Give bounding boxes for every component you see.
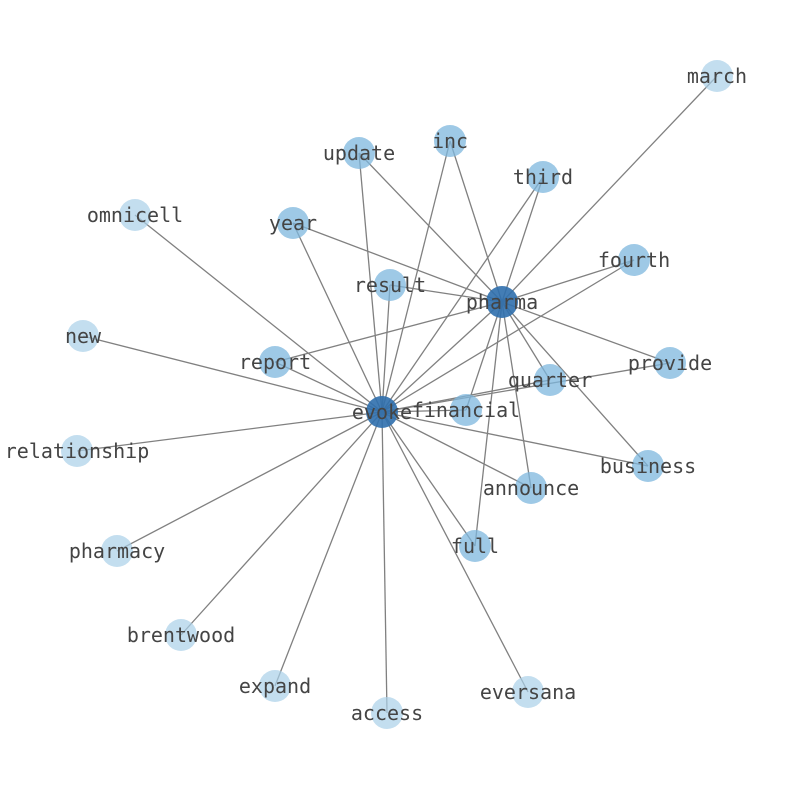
edge-evoke-announce xyxy=(381,411,532,489)
node-label-pharmacy: pharmacy xyxy=(69,539,165,563)
node-quarter xyxy=(534,364,566,396)
node-expand xyxy=(259,670,291,702)
edge-evoke-third xyxy=(381,176,544,413)
edge-evoke-fourth xyxy=(381,259,635,413)
node-relationship xyxy=(61,435,93,467)
edge-evoke-new xyxy=(82,335,383,413)
node-label-financial: financial xyxy=(412,398,520,422)
edge-evoke-relationship xyxy=(76,411,383,452)
edge-evoke-inc xyxy=(381,140,451,413)
node-label-relationship: relationship xyxy=(5,439,150,463)
node-layer xyxy=(61,60,733,729)
edge-pharma-result xyxy=(389,284,503,303)
edge-pharma-fourth xyxy=(501,259,635,303)
edge-evoke-access xyxy=(381,411,388,714)
edge-pharma-third xyxy=(501,176,544,303)
edge-pharma-announce xyxy=(501,301,532,489)
edge-evoke-business xyxy=(381,411,649,467)
edge-evoke-provide xyxy=(381,362,671,413)
edge-evoke-omnicell xyxy=(134,214,383,413)
edge-pharma-year xyxy=(292,222,503,303)
node-brentwood xyxy=(165,619,197,651)
node-label-result: result xyxy=(354,273,426,297)
node-label-fourth: fourth xyxy=(598,248,670,272)
node-label-quarter: quarter xyxy=(508,368,592,392)
node-business xyxy=(632,450,664,482)
edge-pharma-report xyxy=(274,301,503,363)
edge-evoke-result xyxy=(381,284,391,413)
node-eversana xyxy=(512,676,544,708)
edge-evoke-pharmacy xyxy=(116,411,383,552)
edge-pharma-march xyxy=(501,75,718,303)
edge-pharma-provide xyxy=(501,301,671,364)
node-label-provide: provide xyxy=(628,351,712,375)
node-evoke xyxy=(366,396,398,428)
node-label-pharma: pharma xyxy=(466,290,538,314)
edge-pharma-inc xyxy=(449,140,503,303)
node-new xyxy=(67,320,99,352)
node-omnicell xyxy=(119,199,151,231)
node-update xyxy=(343,137,375,169)
edge-pharma-full xyxy=(474,301,503,547)
node-pharma xyxy=(486,286,518,318)
node-label-new: new xyxy=(65,324,102,348)
edge-evoke-pharma xyxy=(381,301,503,413)
edge-evoke-year xyxy=(292,222,383,413)
node-label-report: report xyxy=(239,350,311,374)
edge-pharma-financial xyxy=(465,301,503,411)
edge-evoke-brentwood xyxy=(180,411,383,636)
node-pharmacy xyxy=(101,535,133,567)
edge-evoke-report xyxy=(274,361,383,413)
edge-pharma-update xyxy=(358,152,503,303)
node-year xyxy=(277,207,309,239)
edge-evoke-full xyxy=(381,411,476,547)
node-result xyxy=(374,269,406,301)
node-label-brentwood: brentwood xyxy=(127,623,235,647)
node-financial xyxy=(450,394,482,426)
node-label-full: full xyxy=(451,534,499,558)
node-label-march: march xyxy=(687,64,747,88)
edge-evoke-eversana xyxy=(381,411,529,693)
node-report xyxy=(259,346,291,378)
node-label-update: update xyxy=(323,141,395,165)
node-label-year: year xyxy=(269,211,317,235)
node-label-inc: inc xyxy=(432,129,468,153)
node-third xyxy=(527,161,559,193)
node-label-evoke: evoke xyxy=(352,400,412,424)
node-label-omnicell: omnicell xyxy=(87,203,183,227)
node-label-eversana: eversana xyxy=(480,680,576,704)
node-full xyxy=(459,530,491,562)
edge-evoke-expand xyxy=(274,411,383,687)
node-label-announce: announce xyxy=(483,476,579,500)
node-provide xyxy=(654,347,686,379)
node-label-business: business xyxy=(600,454,696,478)
node-march xyxy=(701,60,733,92)
edge-pharma-business xyxy=(501,301,649,467)
node-label-access: access xyxy=(351,701,423,725)
node-fourth xyxy=(618,244,650,276)
node-announce xyxy=(515,472,547,504)
edge-evoke-update xyxy=(358,152,383,413)
node-label-expand: expand xyxy=(239,674,311,698)
label-layer: evoke pharma march inc update third omnicell ye… xyxy=(5,64,747,725)
node-label-third: third xyxy=(513,165,573,189)
node-access xyxy=(371,697,403,729)
edge-layer xyxy=(76,75,718,714)
node-inc xyxy=(434,125,466,157)
